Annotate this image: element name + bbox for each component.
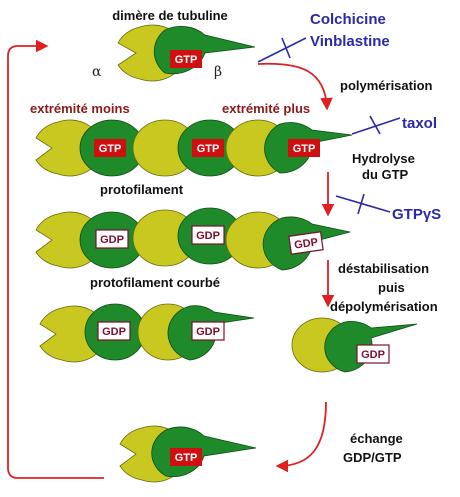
- gdp-label: GDP: [196, 230, 220, 242]
- gdp-box: [356, 344, 390, 364]
- gdp-label: GDP: [102, 326, 126, 338]
- polymerisation-label: polymérisation: [340, 78, 433, 93]
- gtp-label: GTP: [175, 54, 198, 66]
- gdp-box: [191, 321, 225, 341]
- gtp-label: GTP: [293, 143, 316, 155]
- curved-protofilament-label: protofilament courbé: [90, 275, 220, 290]
- beta-subunit: [153, 26, 256, 75]
- gtp-label: GTP: [197, 143, 220, 155]
- gdp-label: GDP: [361, 349, 385, 361]
- dimer-title: dimère de tubuline: [112, 8, 228, 23]
- gdp-label: GDP: [293, 236, 318, 251]
- destabilisation-label-2: puis: [378, 280, 405, 295]
- polymerisation-arrow: [257, 62, 333, 111]
- destabilisation-label: déstabilisation: [338, 261, 429, 276]
- inhibition-arrow-gtpgs: [335, 193, 391, 215]
- exchange-label: échange: [350, 431, 403, 446]
- hydrolyse-label-2: du GTP: [362, 167, 409, 182]
- gtpgs-label: GTPγS: [392, 206, 441, 223]
- protofilament-label: protofilament: [100, 182, 184, 197]
- inhibition-arrow-top: [257, 37, 307, 63]
- protofilament-gtp: GTP GTP GTP: [35, 119, 353, 177]
- inhibition-arrow-taxol: [351, 115, 401, 135]
- alpha-label: α: [92, 64, 102, 80]
- gdp-label: GDP: [100, 234, 124, 246]
- tubulin-dimer-gdp: GDP: [291, 317, 418, 373]
- destabilisation-label-3: dépolymérisation: [330, 299, 438, 314]
- colchicine-label: Colchicine: [310, 11, 386, 28]
- exchange-label-2: GDP/GTP: [343, 450, 402, 465]
- gdp-box: [191, 225, 225, 245]
- protofilament-gdp: GDP GDP GDP: [35, 207, 351, 271]
- gdp-box: [288, 231, 324, 255]
- gdp-box: [97, 321, 131, 341]
- minus-end-label: extrémité moins: [30, 101, 130, 116]
- gdp-box: [95, 229, 129, 249]
- curved-protofilament: GDP GDP: [39, 303, 255, 363]
- vinblastine-label: Vinblastine: [310, 33, 390, 50]
- tubulin-dimer-top: GTP: [117, 24, 256, 82]
- gdp-label: GDP: [196, 326, 220, 338]
- gtp-box: [192, 139, 224, 157]
- beta-subunit: [151, 426, 257, 478]
- gtp-label: GTP: [175, 452, 198, 464]
- gtp-box: [170, 448, 202, 466]
- gtp-box: [94, 139, 126, 157]
- recycle-arrow: [7, 39, 104, 479]
- taxol-label: taxol: [402, 115, 437, 132]
- gtp-label: GTP: [99, 143, 122, 155]
- hydrolyse-label: Hydrolyse: [352, 151, 415, 166]
- exchange-arrow: [275, 401, 327, 473]
- gtp-box: [288, 139, 320, 157]
- plus-end-label: extrémité plus: [222, 101, 310, 116]
- tubulin-dimer-bottom: GTP: [119, 425, 257, 483]
- beta-label: β: [214, 64, 222, 80]
- gtp-box: [170, 50, 202, 68]
